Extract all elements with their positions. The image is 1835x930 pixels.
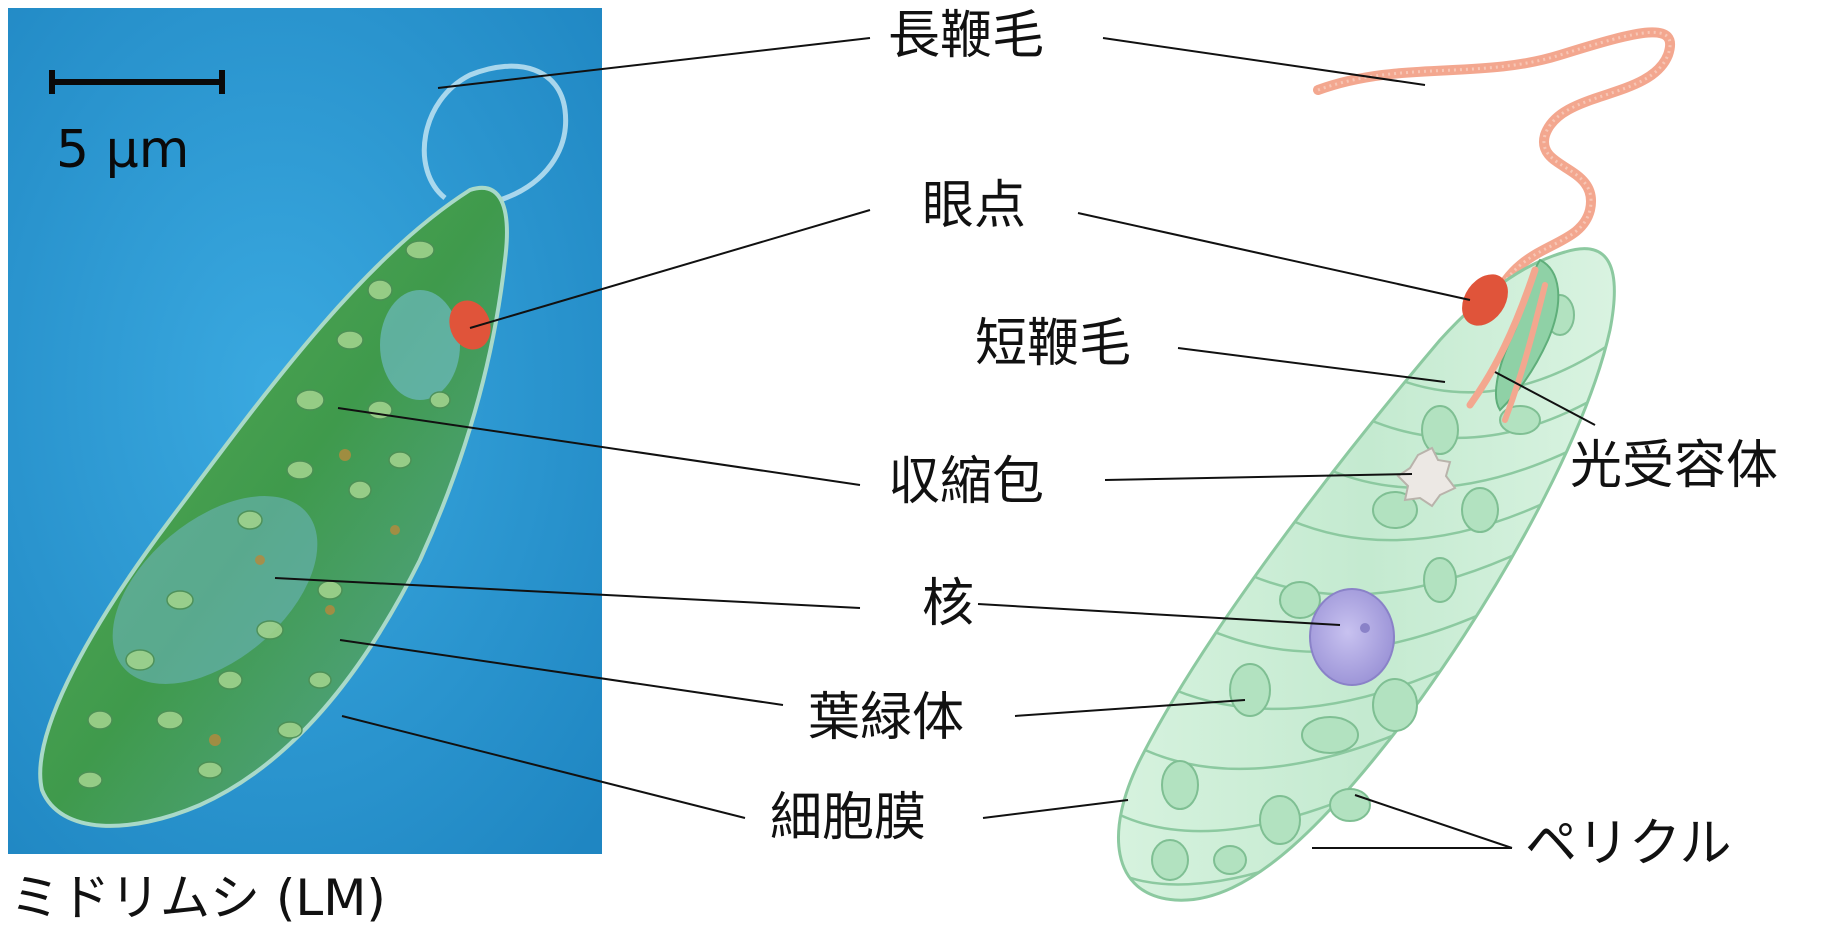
- label-contractile-vacuole: 収縮包: [888, 456, 1044, 508]
- micrograph-caption: ミドリムシ (LM): [10, 858, 386, 930]
- label-long-flagellum: 長鞭毛: [888, 10, 1044, 62]
- label-eyespot: 眼点: [922, 180, 1026, 232]
- label-short-flagellum: 短鞭毛: [975, 318, 1131, 370]
- label-chloroplast: 葉緑体: [808, 692, 964, 744]
- label-cell-membrane: 細胞膜: [770, 792, 926, 844]
- illustration-body: [1110, 249, 1630, 901]
- illustration-nucleus: [1310, 589, 1394, 685]
- label-photoreceptor: 光受容体: [1570, 440, 1778, 492]
- label-pellicle: ペリクル: [1525, 818, 1731, 870]
- label-nucleus: 核: [922, 578, 974, 630]
- scale-bar-label: 5 μm: [56, 120, 189, 180]
